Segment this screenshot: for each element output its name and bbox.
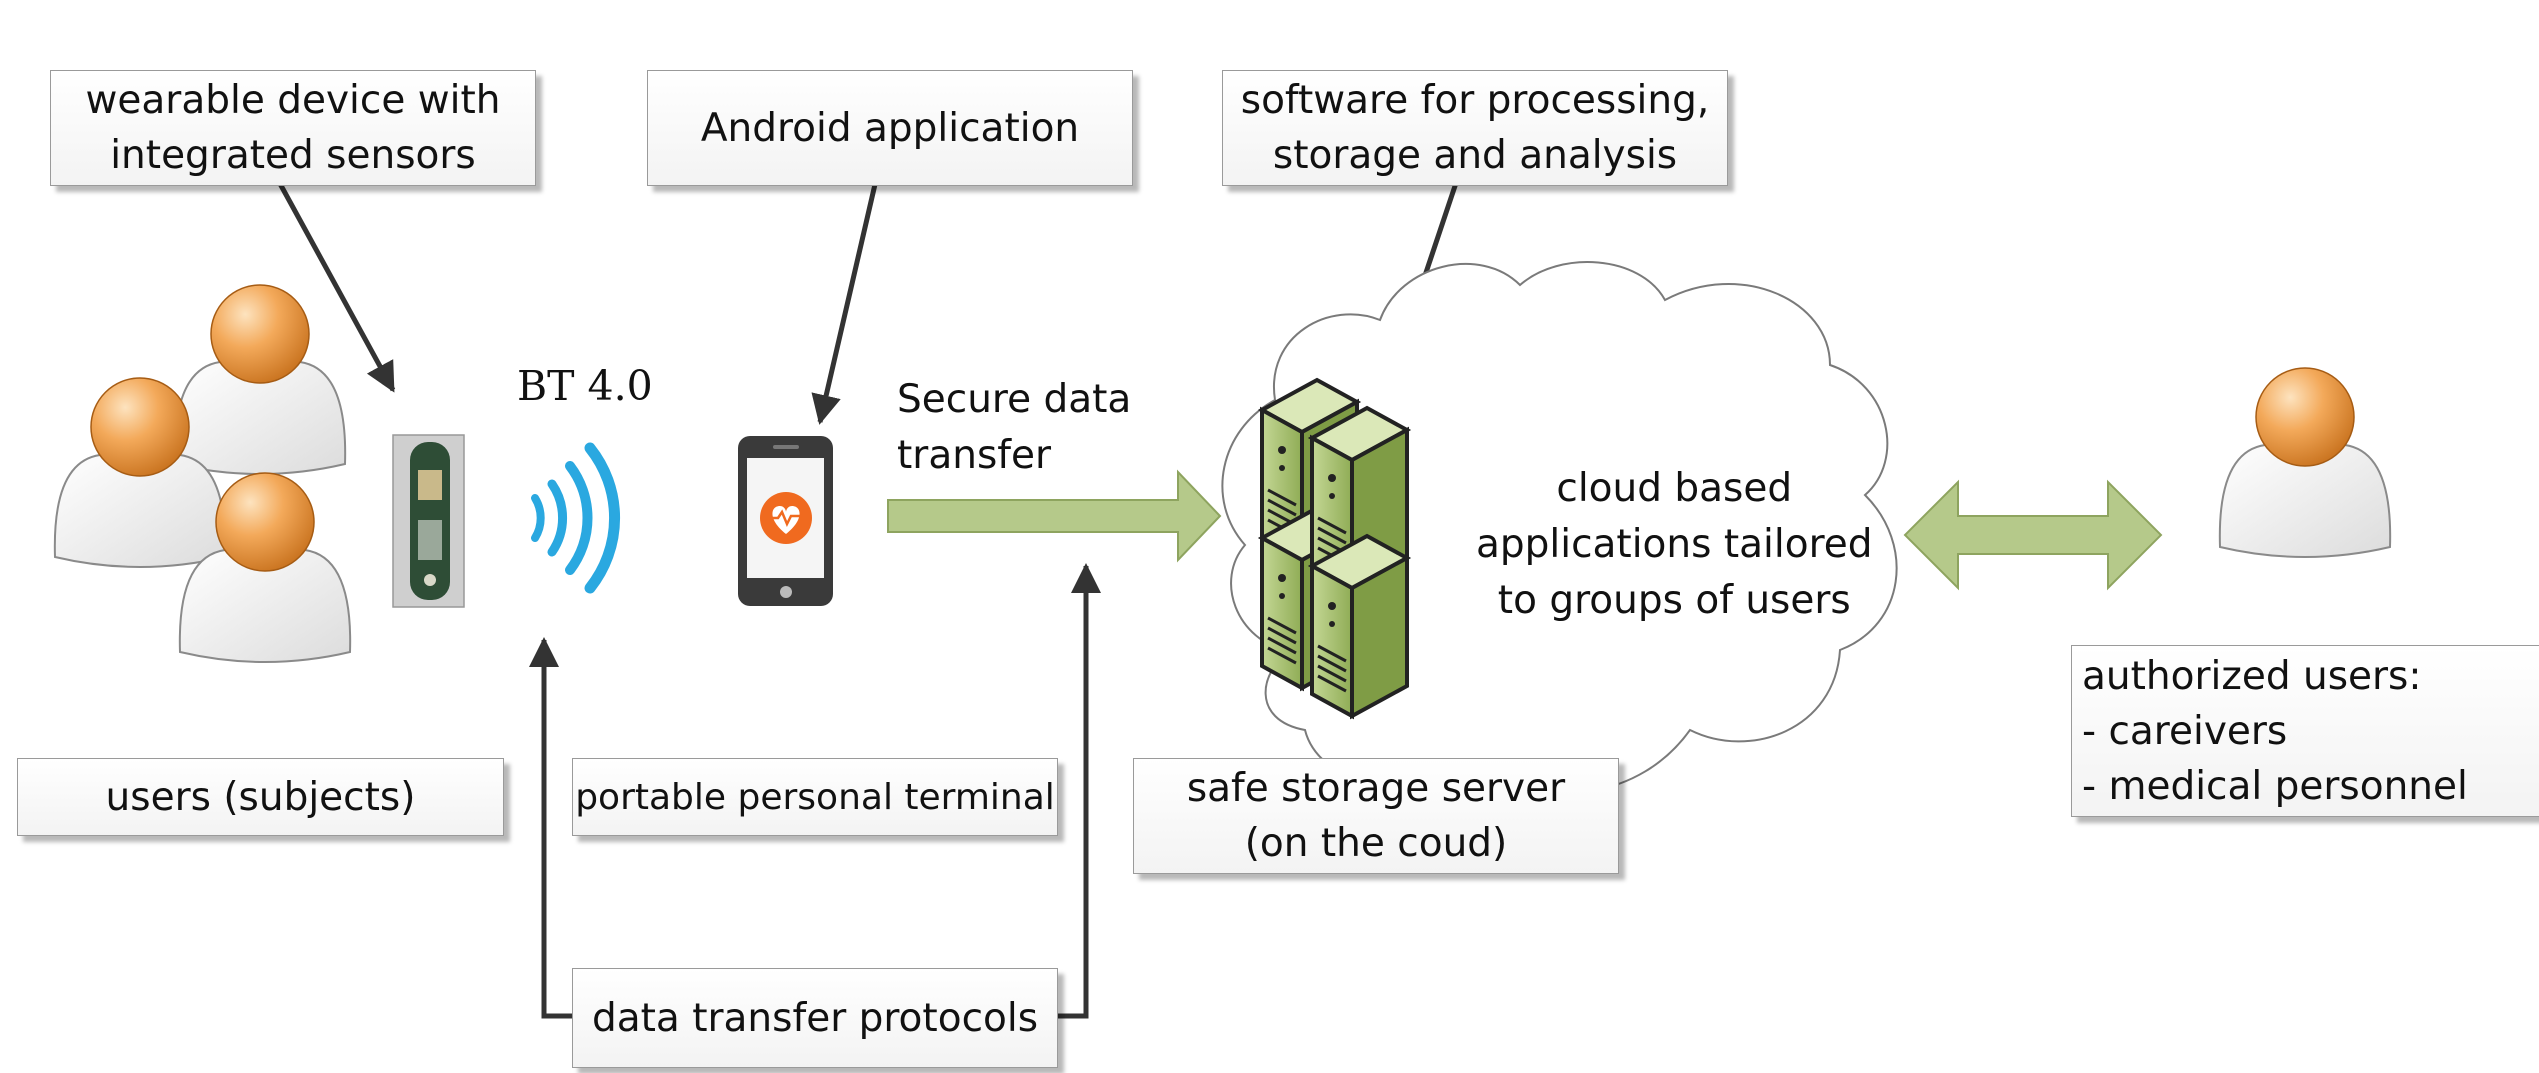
heart-pulse-icon [760, 492, 812, 544]
server-icon [1260, 378, 1409, 718]
arrow-android [811, 179, 879, 425]
cloud-description-text: cloud based applications tailored to gro… [1476, 466, 1873, 623]
arrow-protocols-left [529, 637, 573, 1019]
secure-transfer-arrow [887, 469, 1222, 563]
label-terminal: portable personal terminal [572, 758, 1058, 836]
person-icon [2218, 367, 2392, 558]
wearable-device-icon [392, 434, 465, 608]
person-icon [173, 284, 347, 475]
double-arrow [1903, 479, 2163, 591]
bluetooth-waves-icon [531, 442, 621, 594]
arrow-protocols-right [1057, 563, 1101, 1019]
secure-transfer-text: Secure data transfer [897, 377, 1132, 478]
smartphone-icon [738, 436, 833, 606]
label-storage: safe storage server (on the coud) [1133, 758, 1619, 874]
arrow-wearable [275, 178, 396, 393]
bt-version-text: BT 4.0 [517, 362, 653, 410]
label-android: Android application [647, 70, 1133, 186]
label-protocols: data transfer protocols [572, 968, 1058, 1068]
label-users: users (subjects) [17, 758, 504, 836]
label-software: software for processing, storage and ana… [1222, 70, 1728, 186]
label-wearable: wearable device with integrated sensors [50, 70, 536, 186]
label-authorized: authorized users: - careivers - medical … [2071, 645, 2539, 817]
